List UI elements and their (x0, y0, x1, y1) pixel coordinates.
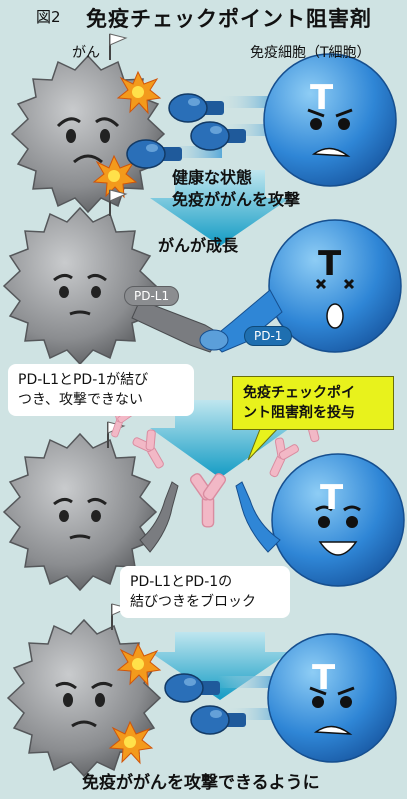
drug-callout: 免疫チェックポイ ント阻害剤を投与 (232, 376, 394, 430)
antibody-icon (188, 471, 228, 528)
t-cell-row3 (271, 453, 405, 587)
boxing-glove-icon (168, 93, 225, 123)
tcell-letter: T (320, 478, 344, 518)
drug-line1: 免疫チェックポイ (243, 385, 355, 401)
drug-line2: ント阻害剤を投与 (243, 405, 355, 421)
block-line1: PD-L1とPD-1の (130, 574, 233, 590)
arrow-row1 (150, 170, 290, 246)
pdl1-tag: PD-L1 (124, 286, 180, 306)
binding-line1: PD-L1とPD-1が結び (18, 372, 149, 388)
binding-line2: つき、攻撃できない (18, 392, 144, 408)
block-line2: 結びつきをブロック (130, 594, 256, 610)
figure-label: 図2 (36, 8, 61, 26)
final-label: 免疫ががんを攻撃できるように (82, 773, 320, 793)
binding-callout: PD-L1とPD-1が結び つき、攻撃できない (8, 364, 194, 416)
cancer-grows-label: がんが成長 (158, 236, 239, 255)
cancer-cell-row3 (3, 433, 157, 591)
block-callout: PD-L1とPD-1の 結びつきをブロック (120, 566, 290, 618)
tcell-letter: T (310, 78, 334, 118)
t-cell-row1 (263, 53, 397, 187)
flag-icon (109, 33, 127, 61)
cancer-label: がん (72, 45, 100, 61)
cancer-cell-row1 (11, 55, 165, 213)
pd1-tag: PD-1 (244, 326, 293, 346)
page-title: 免疫チェックポイント阻害剤 (86, 7, 372, 31)
arrow-row3 (150, 632, 290, 700)
cancer-cell-row2 (3, 207, 157, 365)
cancer-cell-row4 (7, 619, 161, 777)
handshake (131, 289, 283, 353)
tcell-label: 免疫細胞（T細胞） (250, 45, 371, 61)
tcell-letter: T (312, 658, 336, 698)
immune-attacks-label: 免疫ががんを攻撃 (172, 190, 301, 209)
t-cell-row2 (268, 219, 402, 353)
tcell-letter: T (318, 244, 342, 284)
healthy-state-label: 健康な状態 (172, 168, 253, 187)
blocked-hands (139, 481, 281, 553)
t-cell-row4 (267, 633, 397, 763)
